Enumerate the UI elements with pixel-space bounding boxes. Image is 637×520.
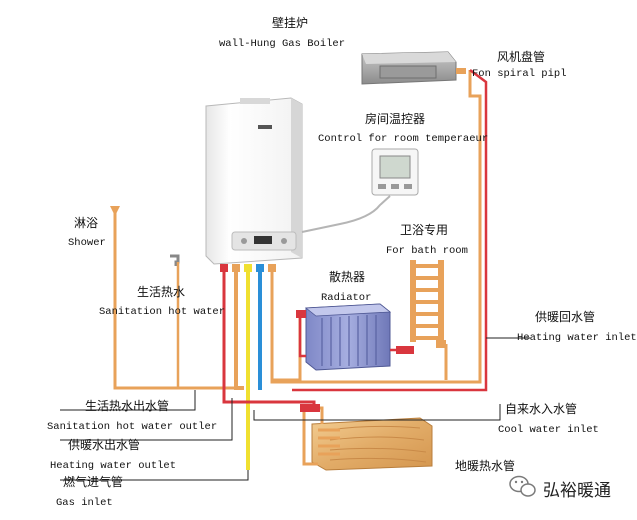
boiler-label-en: wall-Hung Gas Boiler	[219, 38, 346, 50]
wechat-icon	[509, 475, 536, 497]
radiator-label-cn: 散热器	[329, 270, 366, 284]
fan-coil-unit	[361, 51, 466, 85]
heating-supply-pipe	[270, 70, 482, 384]
shower-label-en: Shower	[68, 237, 106, 249]
boiler-logo	[258, 125, 272, 129]
heating-inlet-label-cn: 供暖回水管	[535, 310, 596, 324]
heating-outlet-label-en: Heating water outlet	[50, 460, 177, 472]
boiler-valves	[220, 264, 276, 272]
leader-lines	[60, 337, 530, 481]
fan-coil-label-en: Fon spiral pipl	[472, 68, 567, 80]
sanitation-label-en: Sanitation hot water	[99, 306, 226, 318]
watermark-text: 弘裕暖通	[543, 481, 611, 501]
sanitation-label-cn: 生活热水	[137, 285, 186, 299]
sanitation-hot-pipe	[234, 266, 244, 390]
boiler	[205, 97, 303, 265]
heating-inlet-label-en: Heating water inlet	[517, 332, 637, 344]
boiler-display	[254, 236, 272, 244]
heating-outlet-label-cn: 供暖水出水管	[68, 438, 141, 452]
panel-radiator	[296, 303, 392, 371]
shower-label-cn: 淋浴	[74, 216, 99, 230]
cool-inlet-label-en: Cool water inlet	[498, 424, 599, 436]
gas-inlet-label-en: Gas inlet	[56, 497, 113, 509]
sanitation-outlet-label-en: Sanitation hot water outler	[47, 421, 218, 433]
bathroom-label-cn: 卫浴专用	[400, 223, 449, 237]
shower-hot-pipe	[113, 222, 244, 390]
sanitation-tap	[170, 254, 180, 388]
room-thermostat	[371, 148, 419, 196]
cool-inlet-label-cn: 自来水入水管	[505, 402, 578, 416]
thermostat-label-cn: 房间温控器	[365, 112, 426, 126]
radiator-label-en: Radiator	[321, 292, 372, 304]
floor-heating-panel	[311, 417, 433, 471]
thermostat-cable	[301, 195, 391, 233]
boiler-label-cn: 壁挂炉	[272, 16, 309, 30]
sanitation-outlet-label-cn: 生活热水出水管	[85, 399, 170, 413]
fan-coil-label-cn: 风机盘管	[497, 50, 546, 64]
shower	[110, 206, 120, 222]
floor-heating-label-cn: 地暖热水管	[455, 459, 516, 473]
gas-inlet-label-cn: 燃气进气管	[63, 475, 124, 489]
towel-radiator	[396, 260, 446, 354]
bathroom-label-en: For bath room	[386, 245, 468, 257]
thermostat-label-en: Control for room temperaeur	[318, 133, 489, 145]
